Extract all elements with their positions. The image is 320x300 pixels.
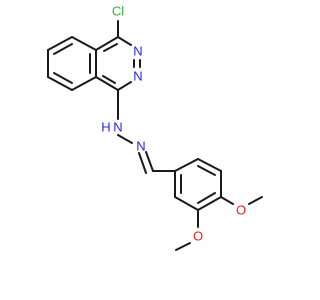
bond xyxy=(47,76,73,91)
double-bond-inner xyxy=(197,165,216,176)
double-bond-inner xyxy=(53,43,73,55)
bond-o-ch3-meta xyxy=(175,242,191,251)
double-bond-inner xyxy=(102,75,116,84)
bond xyxy=(71,36,97,51)
bond xyxy=(47,36,73,51)
double-bond-inner xyxy=(197,192,216,204)
bond xyxy=(197,158,222,172)
bond-c-o-para xyxy=(220,196,234,205)
double-bond-inner xyxy=(138,152,147,174)
double-bond-inner xyxy=(53,72,73,84)
ring-nitrogen-top-label: N xyxy=(133,44,142,59)
diazine-ring xyxy=(95,36,141,91)
bond xyxy=(117,36,132,46)
hydrazone-hydrogen-label: H xyxy=(101,120,110,135)
bond xyxy=(197,196,222,211)
double-bond-inner xyxy=(103,43,118,52)
bond-n-ch xyxy=(145,151,154,172)
chlorine-label: Cl xyxy=(112,4,124,19)
chemical-structure-diagram: Cl N N H N N O O xyxy=(47,4,263,251)
bond xyxy=(117,81,132,91)
hydrazone-nh-nitrogen-label: N xyxy=(113,120,122,135)
dimethoxyphenyl-ring xyxy=(174,158,222,211)
meta-methoxy-oxygen-label: O xyxy=(193,229,203,244)
para-methoxy-oxygen-label: O xyxy=(236,203,246,218)
bond xyxy=(95,36,119,51)
bond xyxy=(95,76,119,91)
ring-nitrogen-bottom-label: N xyxy=(133,69,142,84)
bond xyxy=(174,196,199,211)
hydrazone-imine-nitrogen-label: N xyxy=(136,139,145,154)
bond-nh-n xyxy=(117,134,133,144)
benzo-ring xyxy=(47,36,97,91)
bond-o-ch3-para xyxy=(248,196,263,205)
bond xyxy=(71,76,97,91)
bond xyxy=(174,158,199,172)
